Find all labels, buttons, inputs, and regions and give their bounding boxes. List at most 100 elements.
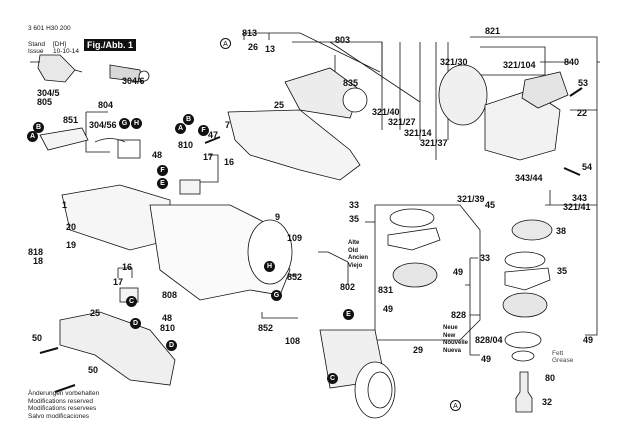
callout-321-104: 321/104 <box>503 60 536 70</box>
callout-13: 13 <box>265 44 276 54</box>
marker-A-outline: A <box>220 38 231 49</box>
callout-828: 828 <box>451 310 467 320</box>
grease-en: Grease <box>552 357 574 364</box>
callout-16-bot: 16 <box>122 262 133 272</box>
callout-33-left: 33 <box>349 200 360 210</box>
callout-321-41: 321/41 <box>563 202 591 212</box>
callout-9: 9 <box>275 212 281 222</box>
callout-304-6: 304/6 <box>122 76 145 86</box>
callout-804: 804 <box>98 100 114 110</box>
callout-33-right: 33 <box>480 253 491 263</box>
callout-802: 802 <box>340 282 356 292</box>
issue-label: Issue <box>28 48 44 55</box>
callout-25-bot: 25 <box>90 308 101 318</box>
marker-E: E <box>157 178 168 189</box>
marker-G-2: G <box>271 290 282 301</box>
callout-50-b: 50 <box>88 365 99 375</box>
footer-fr: Modifications reservees <box>28 405 97 413</box>
callout-343: 343 <box>572 193 588 203</box>
legend-new: Neue New Nouvelle Nueva <box>443 325 468 355</box>
callout-17-top: 17 <box>203 152 214 162</box>
callout-26: 26 <box>248 42 259 52</box>
callout-25-top: 25 <box>274 100 285 110</box>
callout-35-right: 35 <box>557 266 568 276</box>
callout-821: 821 <box>485 26 501 36</box>
callout-851: 851 <box>63 115 79 125</box>
issue-date: 10-10-14 <box>53 48 80 55</box>
callout-50-a: 50 <box>32 333 43 343</box>
marker-H: H <box>131 118 142 129</box>
callout-32: 32 <box>542 397 553 407</box>
callout-835: 835 <box>343 78 359 88</box>
marker-A-outline-2: A <box>450 400 461 411</box>
part-number: 3 601 H30 200 <box>28 25 71 32</box>
callout-109: 109 <box>287 233 303 243</box>
legend-new-es: Nueva <box>443 347 462 354</box>
callout-53: 53 <box>578 78 589 88</box>
callout-49-b: 49 <box>383 304 394 314</box>
callout-1: 1 <box>62 200 68 210</box>
callout-810-bot: 810 <box>160 323 176 333</box>
callout-54: 54 <box>582 162 593 172</box>
callout-803: 803 <box>335 35 351 45</box>
marker-A: A <box>27 131 38 142</box>
callout-47: 47 <box>208 130 219 140</box>
marker-F-2: F <box>157 165 168 176</box>
callout-813: 813 <box>242 28 258 38</box>
callout-22: 22 <box>577 108 588 118</box>
stand-label: Stand <box>28 41 45 48</box>
callout-49-d: 49 <box>481 354 492 364</box>
figure-label: Fig./Abb. 1 <box>84 39 136 51</box>
callout-7: 7 <box>225 120 231 130</box>
leader-813 <box>243 32 381 73</box>
leader-840 <box>480 46 600 76</box>
callout-16-top: 16 <box>224 157 235 167</box>
marker-H-2: H <box>264 261 275 272</box>
legend-new-en: New <box>443 332 456 339</box>
footer-en: Modifications reserved <box>28 397 94 405</box>
callout-48-top: 48 <box>152 150 163 160</box>
callout-48-bot: 48 <box>162 313 173 323</box>
callout-852-top: 852 <box>287 272 303 282</box>
callout-80: 80 <box>545 373 556 383</box>
callout-343-44: 343/44 <box>515 173 543 183</box>
callout-18: 18 <box>33 256 44 266</box>
callout-49-c: 49 <box>583 335 594 345</box>
grease-de: Fett <box>552 350 564 357</box>
legend-old: Alte Old Ancien Viejo <box>348 240 368 270</box>
callout-35-left: 35 <box>349 214 360 224</box>
callout-852-bot: 852 <box>258 323 274 333</box>
marker-A-2: A <box>175 123 186 134</box>
legend-old-es: Viejo <box>348 262 363 269</box>
legend-new-de: Neue <box>443 325 458 331</box>
legend-old-en: Old <box>348 247 358 254</box>
callout-321-30: 321/30 <box>440 57 468 67</box>
callout-321-40: 321/40 <box>372 107 400 117</box>
leader-bracket-321 <box>381 42 449 160</box>
callout-49-a: 49 <box>453 267 464 277</box>
callout-304-56: 304/56 <box>89 120 117 130</box>
callout-29: 29 <box>413 345 424 355</box>
footer-notice: Änderungen vorbehalten Modifications res… <box>28 390 99 420</box>
callout-304-5: 304/5 <box>37 88 60 98</box>
legend-new-fr: Nouvelle <box>443 340 469 346</box>
grease-label: Fett Grease <box>552 350 573 364</box>
callout-831: 831 <box>378 285 394 295</box>
footer-es: Salvo modificaciones <box>28 412 90 420</box>
marker-C: C <box>126 296 137 307</box>
callout-19: 19 <box>66 240 77 250</box>
marker-E-2: E <box>343 309 354 320</box>
marker-B-2: B <box>183 114 194 125</box>
marker-F: F <box>198 125 209 136</box>
callout-45: 45 <box>485 200 496 210</box>
callout-38: 38 <box>556 226 567 236</box>
marker-D-2: D <box>166 340 177 351</box>
callout-805: 805 <box>37 97 53 107</box>
leader-821 <box>470 36 598 336</box>
callout-20: 20 <box>66 222 77 232</box>
callout-828-04: 828/04 <box>475 335 503 345</box>
marker-B: B <box>33 122 44 133</box>
callout-818: 818 <box>28 247 44 257</box>
callout-108: 108 <box>285 336 301 346</box>
footer-de: Änderungen vorbehalten <box>28 390 100 397</box>
